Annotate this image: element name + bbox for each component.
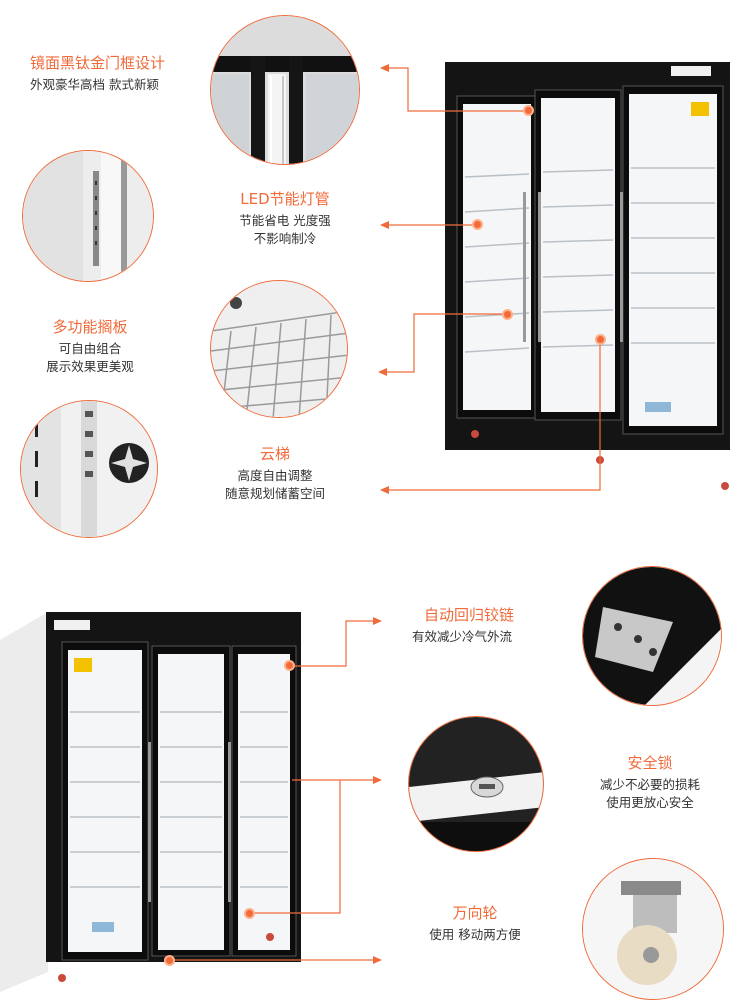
hotspot-shelf <box>502 309 513 320</box>
feature-title-caster: 万向轮 <box>452 904 498 922</box>
wire-shelf-closeup-icon <box>210 280 348 418</box>
feature-desc-shelf-2: 展示效果更美观 <box>46 359 134 374</box>
refrigerator-angle-view <box>0 612 305 1000</box>
hotspot-door-frame <box>523 105 534 116</box>
hotspot-caster <box>164 955 175 966</box>
shelf-ladder-closeup-icon <box>20 400 158 538</box>
hotspot-hinge <box>284 660 295 671</box>
feature-desc-led-1: 节能省电 光度强 <box>239 213 331 228</box>
hotspot-ladder <box>595 334 606 345</box>
feature-desc-door-frame: 外观豪华高档 款式新颖 <box>30 77 159 92</box>
feature-desc-lock-1: 减少不必要的损耗 <box>599 777 700 792</box>
feature-title-hinge: 自动回归铰链 <box>424 606 515 624</box>
feature-desc-ladder-2: 随意规划储蓄空间 <box>224 486 325 501</box>
hotspot-lock <box>244 908 255 919</box>
feature-desc-lock-2: 使用更放心安全 <box>606 795 694 810</box>
feature-desc-led-2: 不影响制冷 <box>253 231 317 246</box>
feature-title-shelf: 多功能搁板 <box>52 318 128 336</box>
hinge-closeup-icon <box>582 566 722 706</box>
feature-title-door-frame: 镜面黑钛金门框设计 <box>30 54 166 72</box>
refrigerator-front-view <box>445 62 735 490</box>
feature-title-led: LED节能灯管 <box>240 190 330 208</box>
caster-wheel-closeup-icon <box>582 858 724 1000</box>
led-tube-closeup-icon <box>22 150 154 282</box>
feature-desc-caster: 使用 移动两方便 <box>429 927 521 942</box>
feature-desc-hinge: 有效减少冷气外流 <box>412 629 513 644</box>
feature-title-lock: 安全锁 <box>627 754 673 772</box>
hotspot-led <box>472 219 483 230</box>
feature-title-ladder: 云梯 <box>259 445 290 463</box>
door-frame-closeup-icon <box>210 15 360 165</box>
feature-desc-shelf-1: 可自由组合 <box>58 341 122 356</box>
feature-desc-ladder-1: 高度自由调整 <box>237 468 313 483</box>
